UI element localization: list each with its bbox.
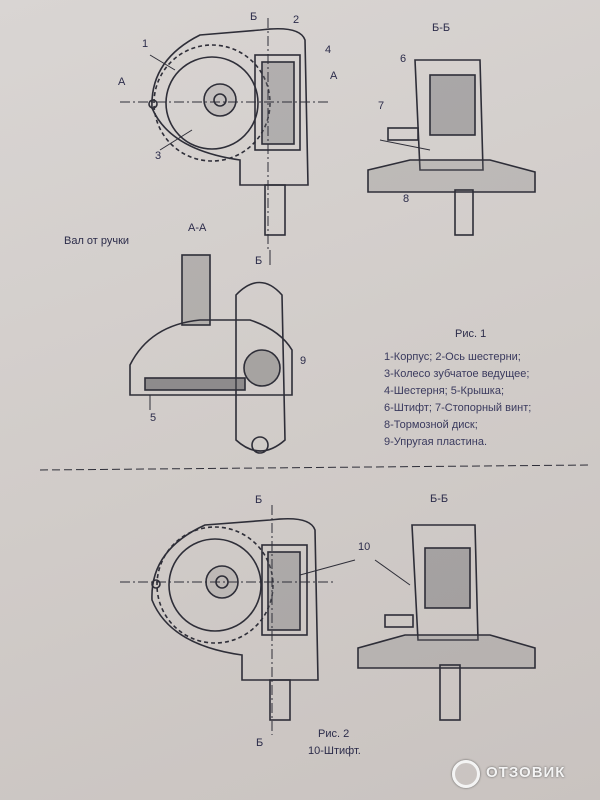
part-number-2: 2: [293, 14, 300, 26]
legend-line: 3-Колесо зубчатое ведущее;: [384, 368, 530, 380]
legend-line: 9-Упругая пластина.: [384, 436, 488, 448]
legend-line: 8-Тормозной диск;: [384, 419, 478, 431]
part-number-6: 6: [400, 53, 407, 65]
part-number-4: 4: [325, 44, 332, 56]
callout-handle-shaft: Вал от ручки: [64, 235, 130, 247]
part-number-3: 3: [155, 150, 162, 162]
part-number-10: 10: [358, 541, 371, 553]
fig1-bb-title: Б-Б: [432, 22, 451, 34]
section-marker-a-right: А: [330, 70, 338, 82]
part-number-1: 1: [142, 38, 149, 50]
fig2-caption: Рис. 2: [318, 728, 350, 740]
fig2-side-view: [120, 505, 335, 735]
fig1-aa-section: [129, 250, 293, 454]
fig2-legend: 10-Штифт.: [308, 745, 361, 757]
fig1-legend: 1-Корпус; 2-Ось шестерни; 3-Колесо зубча…: [384, 349, 531, 451]
fig2-bb-title: Б-Б: [430, 493, 449, 505]
fig1-side-view: [120, 18, 330, 250]
legend-line: 1-Корпус; 2-Ось шестерни;: [384, 351, 521, 363]
part-number-7: 7: [378, 100, 385, 112]
part-number-5: 5: [150, 412, 157, 424]
otzovik-logo-icon: [452, 760, 480, 788]
fig2-bb-section: [299, 524, 536, 721]
figure-divider: [39, 464, 591, 471]
fig1-caption: Рис. 1: [455, 328, 487, 340]
part-number-8: 8: [403, 193, 410, 205]
fig2-section-marker-b-top: Б: [255, 494, 263, 506]
legend-line: 6-Штифт; 7-Стопорный винт;: [384, 402, 532, 414]
fig1-bb-section: [367, 59, 536, 236]
section-marker-b-mid: Б: [255, 255, 263, 267]
fig1-aa-title: А-А: [188, 222, 207, 234]
section-marker-a-left: А: [118, 76, 126, 88]
section-marker-b-top: Б: [250, 11, 258, 23]
part-number-9: 9: [300, 355, 307, 367]
legend-line: 4-Шестерня; 5-Крышка;: [384, 385, 505, 397]
watermark-text: ОТЗОВИК: [486, 764, 566, 781]
fig2-section-marker-b-bottom: Б: [256, 737, 264, 749]
